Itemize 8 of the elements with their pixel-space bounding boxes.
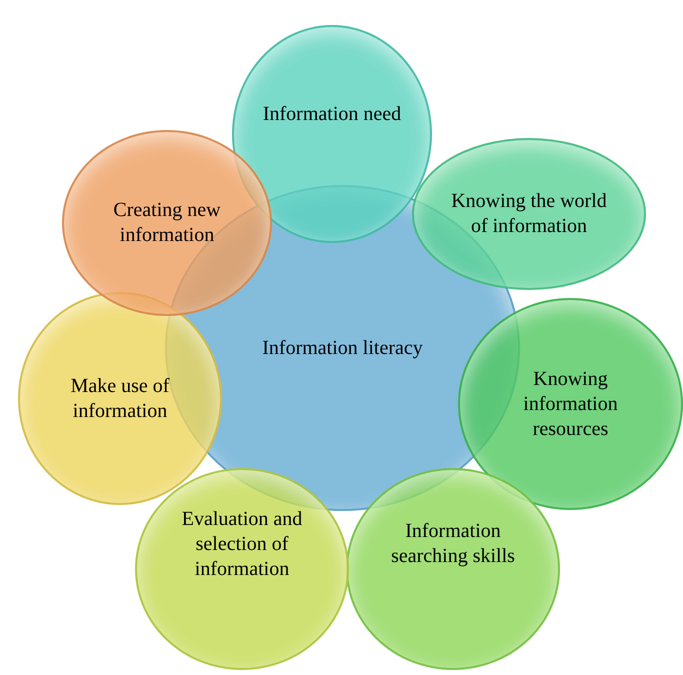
node-label: Knowing information resources: [522, 366, 619, 442]
node-label: Information literacy: [261, 336, 424, 360]
node-label: Information need: [262, 102, 402, 126]
node-label: Make use of information: [70, 374, 170, 424]
node-label: Evaluation and selection of information: [180, 506, 304, 582]
node-label: Creating new information: [112, 198, 222, 248]
node-label: Knowing the world of information: [450, 189, 608, 239]
node-label: Information searching skills: [390, 519, 516, 569]
